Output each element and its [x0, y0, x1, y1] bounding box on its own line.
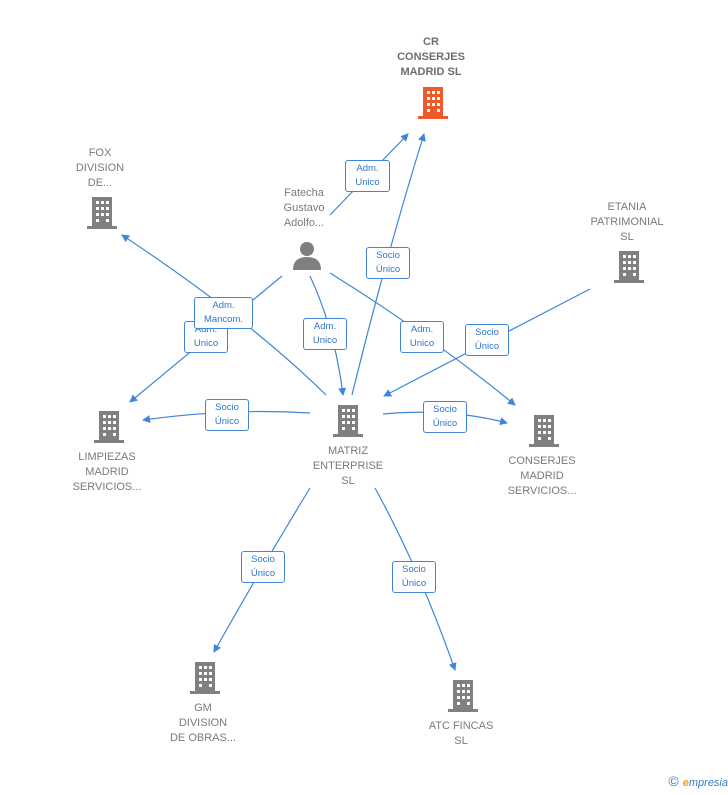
- node-label-etania[interactable]: ETANIA PATRIMONIAL SL: [590, 201, 664, 243]
- building-icon-limpiezas: [94, 411, 124, 443]
- person-icon: [293, 242, 321, 270]
- building-icon-matriz: [333, 405, 363, 437]
- brand-initial: e: [682, 777, 689, 789]
- edge-label-socio-unico-etania[interactable]: Socio Único: [465, 324, 509, 356]
- building-icon-fox: [87, 197, 117, 229]
- brand-name: mpresia: [688, 777, 728, 789]
- building-icon-cr: [418, 87, 448, 119]
- node-label-limpiezas[interactable]: LIMPIEZAS MADRID SERVICIOS...: [72, 451, 142, 493]
- brand-footer[interactable]: ©empresia: [668, 773, 728, 789]
- node-label-person[interactable]: Fatecha Gustavo Adolfo...: [283, 187, 325, 229]
- node-label-atc[interactable]: ATC FINCAS SL: [428, 720, 494, 747]
- building-icon-conserjes: [529, 415, 559, 447]
- node-label-conserjes[interactable]: CONSERJES MADRID SERVICIOS...: [507, 455, 577, 497]
- building-icon-atc: [448, 680, 478, 712]
- edge-label-socio-unico-conserjes[interactable]: Socio Único: [423, 401, 467, 433]
- edge-label-adm-unico-matriz[interactable]: Adm. Unico: [303, 318, 347, 350]
- edge-label-adm-mancom[interactable]: Adm. Mancom.: [194, 297, 253, 329]
- copyright-icon: ©: [668, 773, 679, 789]
- node-label-cr[interactable]: CR CONSERJES MADRID SL: [397, 36, 465, 78]
- node-label-fox[interactable]: FOX DIVISION DE...: [75, 147, 125, 189]
- edge-label-adm-unico-cr[interactable]: Adm. Unico: [345, 160, 390, 192]
- edge-label-socio-unico-cr[interactable]: Socio Único: [366, 247, 410, 279]
- node-label-gm[interactable]: GM DIVISION DE OBRAS...: [169, 702, 237, 744]
- edge-label-socio-unico-limpiezas[interactable]: Socio Único: [205, 399, 249, 431]
- edge-label-socio-unico-gm[interactable]: Socio Único: [241, 551, 285, 583]
- edge-label-adm-unico-conserjes[interactable]: Adm. Unico: [400, 321, 444, 353]
- building-icon-gm: [190, 662, 220, 694]
- building-icon-etania: [614, 251, 644, 283]
- node-label-matriz[interactable]: MATRIZ ENTERPRISE SL: [312, 445, 384, 487]
- edge-label-socio-unico-atc[interactable]: Socio Único: [392, 561, 436, 593]
